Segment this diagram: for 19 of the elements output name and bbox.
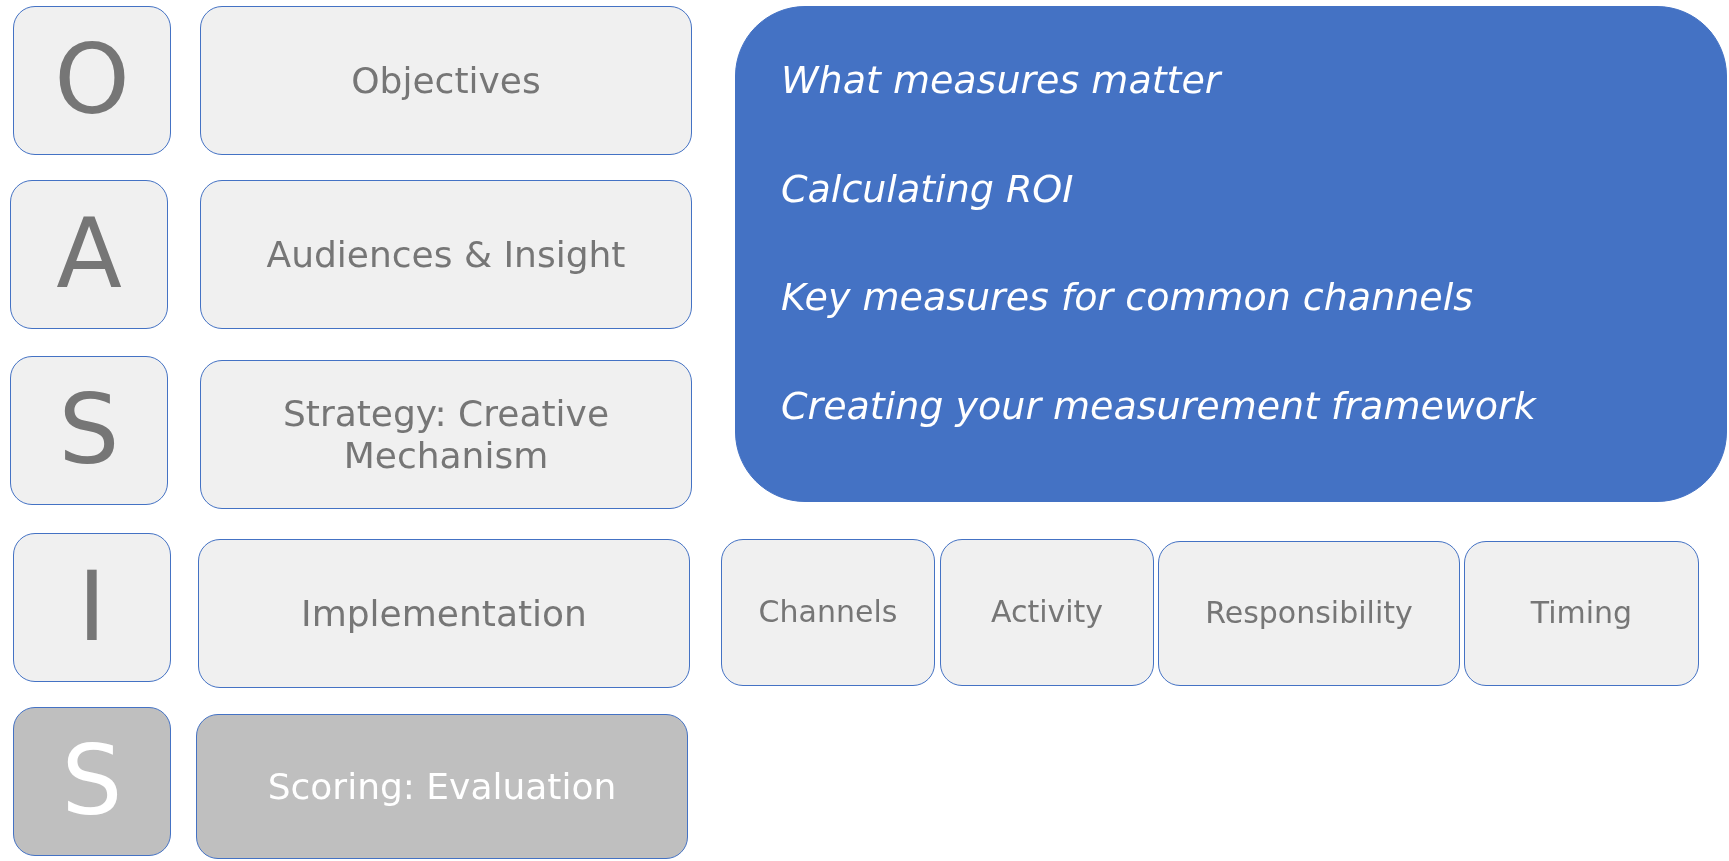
stage-box: Scoring: Evaluation	[196, 714, 688, 859]
topic-text: Calculating ROI	[781, 167, 1074, 212]
topic-text: Key measures for common channels	[781, 276, 1474, 321]
topic-text: What measures matter	[781, 59, 1221, 104]
stage-box: Implementation	[198, 539, 690, 688]
letter-tile: S	[10, 356, 168, 505]
letter-tile: O	[13, 6, 171, 155]
letter-tile: S	[13, 707, 171, 856]
letter-tile: A	[10, 180, 168, 329]
letter-tile: I	[13, 533, 171, 682]
stage-box: Strategy: Creative Mechanism	[200, 360, 692, 509]
topic-panel	[735, 6, 1727, 502]
stage-box: Audiences & Insight	[200, 180, 692, 329]
step-box: Responsibility	[1158, 541, 1460, 686]
topic-text: Creating your measurement framework	[781, 384, 1536, 429]
step-box: Channels	[721, 539, 935, 686]
step-box: Timing	[1464, 541, 1699, 686]
stage-box: Objectives	[200, 6, 692, 155]
step-box: Activity	[940, 539, 1154, 686]
